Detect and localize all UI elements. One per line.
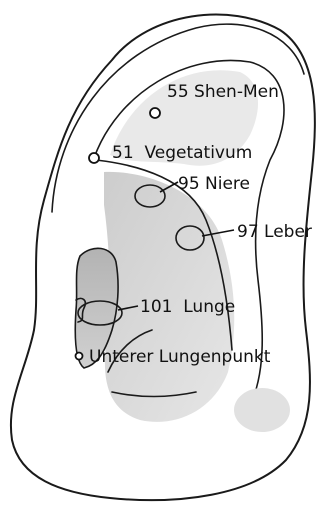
label-lunge: 101 Lunge [140, 297, 235, 317]
label-vegetativum: 51 Vegetativum [112, 143, 252, 163]
label-shen-men: 55 Shen-Men [167, 82, 279, 102]
point-shen-men [150, 108, 160, 118]
lobe-shade [234, 388, 290, 432]
point-vegetativum [89, 153, 99, 163]
point-unterer-lungenpunkt [76, 353, 83, 360]
label-leber: 97 Leber [237, 222, 312, 242]
label-niere: 95 Niere [178, 174, 250, 194]
label-unterer-lungenpunkt: Unterer Lungenpunkt [89, 347, 271, 367]
